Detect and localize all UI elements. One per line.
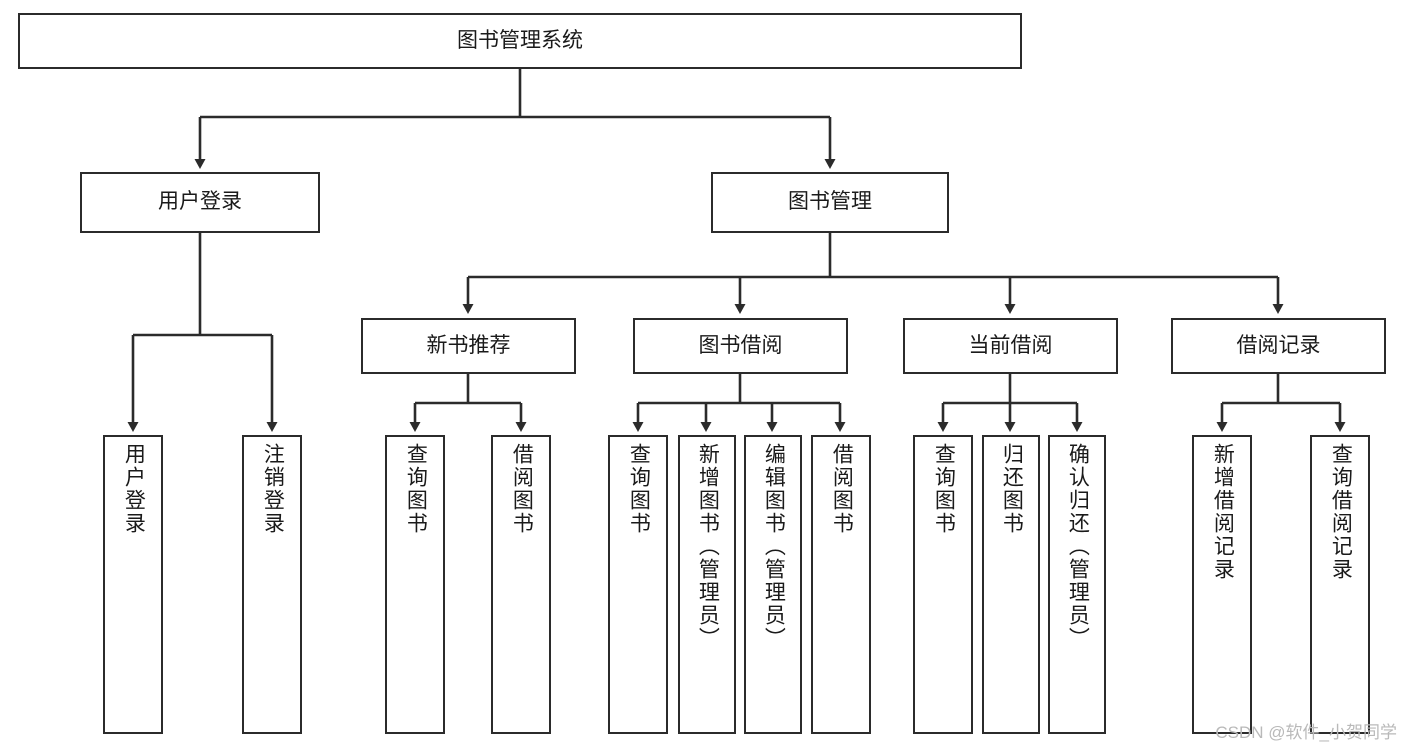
node-book-management[interactable]: 图书管理 <box>711 172 949 233</box>
node-leaf-borrow-book[interactable]: 借阅图书 <box>811 435 871 734</box>
node-leaf-query-book-borrow[interactable]: 查询图书 <box>608 435 668 734</box>
node-new-book-recommend[interactable]: 新书推荐 <box>361 318 576 374</box>
node-current-borrow[interactable]: 当前借阅 <box>903 318 1118 374</box>
node-leaf-borrow-book-recommend[interactable]: 借阅图书 <box>491 435 551 734</box>
node-root-book-management-system[interactable]: 图书管理系统 <box>18 13 1022 69</box>
node-label: 新增借阅记录 <box>1211 443 1235 581</box>
node-label: 编辑图书（管理员） <box>762 443 786 650</box>
node-label: 查询图书 <box>404 443 428 535</box>
node-label: 图书借阅 <box>698 333 783 357</box>
node-label: 查询借阅记录 <box>1329 443 1353 581</box>
node-book-borrow[interactable]: 图书借阅 <box>633 318 848 374</box>
node-leaf-add-borrow-record[interactable]: 新增借阅记录 <box>1192 435 1252 734</box>
node-label: 归还图书 <box>1000 443 1024 535</box>
node-user-login[interactable]: 用户登录 <box>80 172 320 233</box>
node-label: 查询图书 <box>627 443 651 535</box>
node-leaf-query-book-recommend[interactable]: 查询图书 <box>385 435 445 734</box>
node-label: 新书推荐 <box>426 333 511 357</box>
node-label: 用户登录 <box>122 443 146 535</box>
node-leaf-add-book-admin[interactable]: 新增图书（管理员） <box>678 435 736 734</box>
node-label: 确认归还（管理员） <box>1066 443 1090 650</box>
node-leaf-query-book-current[interactable]: 查询图书 <box>913 435 973 734</box>
node-label: 查询图书 <box>932 443 956 535</box>
node-leaf-confirm-return-admin[interactable]: 确认归还（管理员） <box>1048 435 1106 734</box>
node-leaf-return-book[interactable]: 归还图书 <box>982 435 1040 734</box>
csdn-watermark: CSDN @软件_小贺同学 <box>1215 723 1397 742</box>
node-leaf-edit-book-admin[interactable]: 编辑图书（管理员） <box>744 435 802 734</box>
node-label: 用户登录 <box>158 190 242 214</box>
node-label: 新增图书（管理员） <box>696 443 720 650</box>
node-leaf-user-login[interactable]: 用户登录 <box>103 435 163 734</box>
node-label: 借阅图书 <box>830 443 854 535</box>
node-label: 图书管理 <box>788 190 872 214</box>
node-label: 借阅图书 <box>510 443 534 535</box>
node-label: 当前借阅 <box>968 333 1053 357</box>
node-label: 图书管理系统 <box>457 28 583 52</box>
node-leaf-query-borrow-record[interactable]: 查询借阅记录 <box>1310 435 1370 734</box>
node-label: 借阅记录 <box>1236 333 1321 357</box>
node-borrow-record[interactable]: 借阅记录 <box>1171 318 1386 374</box>
node-leaf-logout[interactable]: 注销登录 <box>242 435 302 734</box>
node-label: 注销登录 <box>261 443 285 535</box>
